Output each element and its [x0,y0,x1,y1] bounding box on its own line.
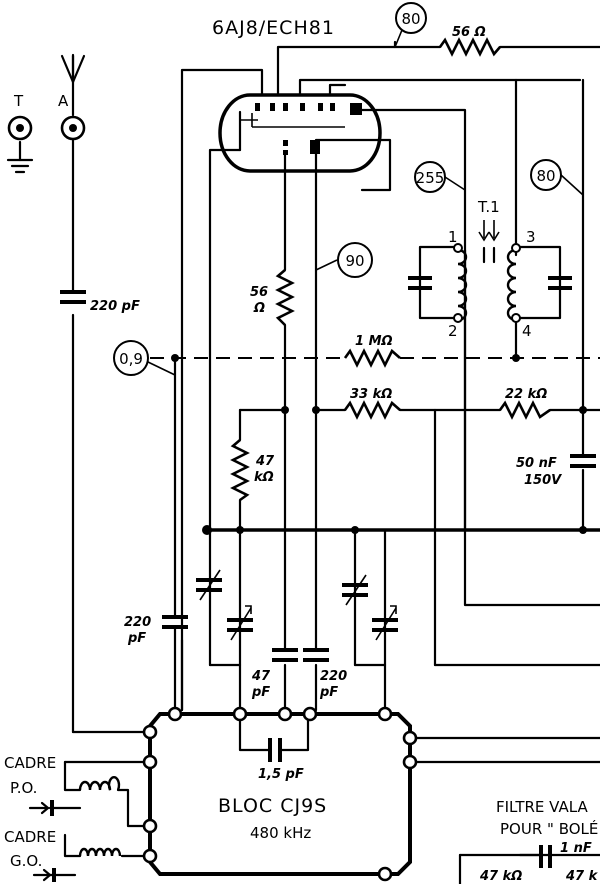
trimmer-capacitor-2 [227,605,253,641]
capacitor-1nf-filter [518,845,552,868]
svg-text:80: 80 [401,10,420,28]
capacitor-1-5pf [268,738,282,762]
cadre-go-arrow [32,868,56,882]
resistor-56-top [438,37,501,57]
cadre-po-coil [78,776,121,791]
antenna-icon [60,54,86,84]
label-c220-mid-unit: pF [319,685,338,700]
resistor-22k [498,400,551,420]
svg-text:0,9: 0,9 [119,350,143,368]
transformer-label: T.1 [477,198,500,216]
label-c220-left-unit: pF [127,631,146,646]
test-point-90: 90 [315,242,373,278]
label-r1m: 1 MΩ [355,334,393,349]
label-c220-mid-value: 220 [320,669,347,684]
cadre-go-coil [78,847,122,857]
label-filter-r-right: 47 k [565,869,599,884]
label-r47k-num: 47 [255,454,275,469]
bloc-name: BLOC CJ9S [218,795,327,817]
label-c220-left-value: 220 [124,615,151,630]
cadre-po-line2: P.O. [10,779,37,797]
label-c15: 1,5 pF [258,767,304,782]
test-point-255: 255 [414,161,466,193]
test-point-80-top: 80 [394,2,427,48]
cadre-po-arrow [28,800,54,816]
svg-text:90: 90 [345,252,364,270]
cadre-po-line1: CADRE [4,754,56,772]
test-point-0-9: 0,9 [113,340,176,376]
transformer-pin-2: 2 [448,322,458,340]
label-r22k: 22 kΩ [505,387,547,402]
bloc-frequency: 480 kHz [250,824,311,842]
terminal-label-a: A [58,92,69,110]
transformer-pin-4: 4 [522,322,532,340]
trimmer-capacitor-1 [196,569,222,601]
junctions [171,354,587,535]
label-c47-value: 47 [251,669,271,684]
cadre-go-line1: CADRE [4,828,56,846]
label-filter-r-left: 47 kΩ [479,869,522,884]
cadre-go-line2: G.O. [10,852,42,870]
label-r33k: 33 kΩ [350,387,392,402]
capacitor-220pf-antenna [60,288,86,304]
resistor-1m [343,348,401,368]
tube-label: 6AJ8/ECH81 [212,17,335,39]
terminal-label-t: T [13,92,24,110]
label-r47k-unit: kΩ [254,470,274,485]
label-r56-vertical-num: 56 [250,285,268,300]
label-c50n-voltage: 150V [524,473,562,488]
filter-title-line1: FILTRE VALA [496,798,588,816]
capacitor-47pf [272,648,298,662]
trimmer-capacitor-3 [342,574,368,606]
wires [18,40,600,884]
transformer-t1 [408,220,572,323]
resistor-33k [343,400,401,420]
svg-text:80: 80 [536,167,555,185]
label-c47-unit: pF [251,685,270,700]
capacitor-220pf-mid [303,648,329,662]
svg-text:255: 255 [416,169,445,187]
label-cap-antenna: 220 pF [90,299,140,314]
resistor-47k [230,439,250,502]
label-r56-vertical-unit: Ω [253,301,265,316]
tube-ech81 [218,93,382,173]
resistor-56-vertical [275,269,295,326]
test-point-80-right: 80 [530,159,584,196]
label-c50n-value: 50 nF [516,456,557,471]
label-r56-top: 56 Ω [452,25,486,40]
capacitor-50nf [570,454,596,468]
filter-title-line2: POUR " BOLÉ [500,819,598,838]
capacitor-220pf-left [162,356,188,716]
bloc-cj9s [142,706,418,882]
ground-icon [6,158,34,174]
transformer-pin-3: 3 [526,228,536,246]
trimmer-capacitor-4 [372,605,398,641]
label-c1nf: 1 nF [560,841,592,856]
transformer-pin-1: 1 [448,228,458,246]
